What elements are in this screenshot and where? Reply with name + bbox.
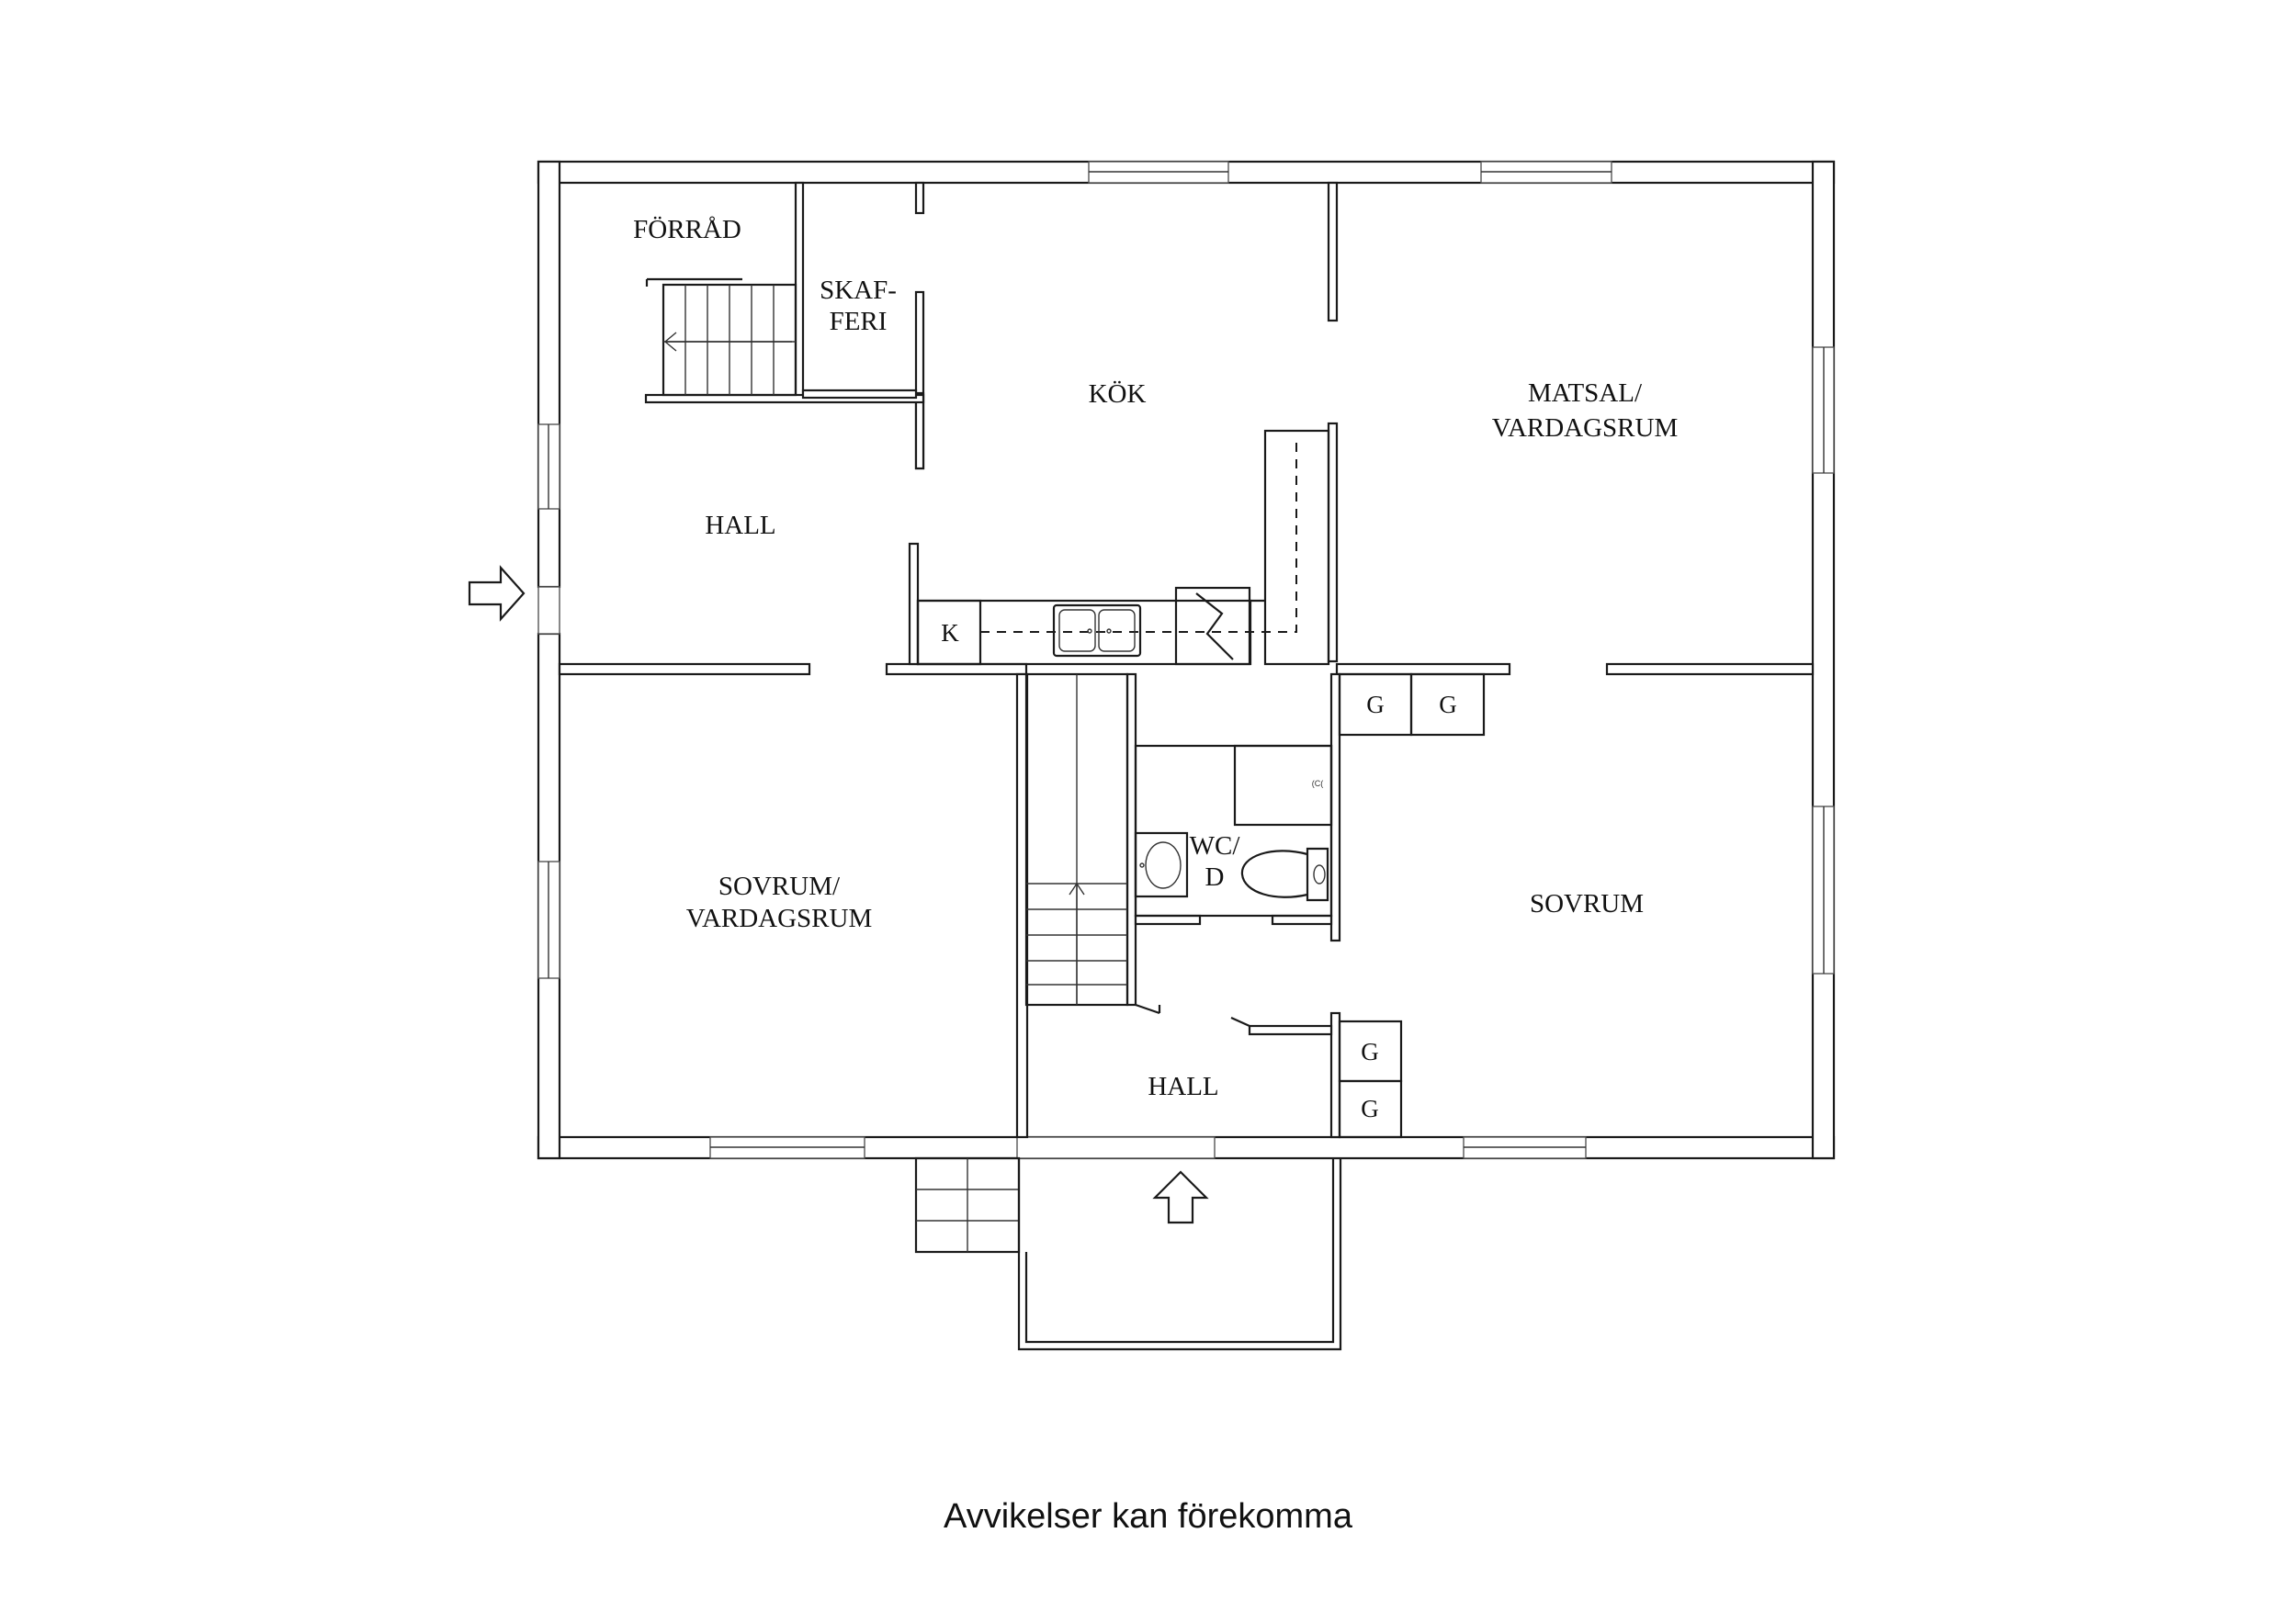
- disclaimer-text: Avvikelser kan förekomma: [944, 1497, 1352, 1536]
- entry-arrow-up-icon: [1152, 1170, 1209, 1224]
- wall-right: [1811, 160, 1836, 1160]
- wall-bath-bottom-right: [1271, 914, 1333, 926]
- outdoor-steps: [914, 1156, 1021, 1254]
- wall-lower-hall-right: [1329, 1011, 1341, 1139]
- wall-bath-right: [1329, 672, 1341, 942]
- label-k: K: [941, 619, 959, 647]
- label-matsal-2: VARDAGSRUM: [1492, 413, 1679, 443]
- label-skafferi-2: FERI: [830, 307, 888, 336]
- label-sovrum-vardagsrum-2: VARDAGSRUM: [686, 904, 873, 933]
- label-sovrum-vardagsrum-1: SOVRUM/: [718, 872, 841, 901]
- door-swing-lower-hall: [1230, 1016, 1250, 1028]
- wall-left-upper: [537, 160, 561, 589]
- label-hall-lower: HALL: [1148, 1072, 1218, 1101]
- label-g-4: G: [1361, 1095, 1379, 1122]
- label-skafferi-1: SKAF-: [820, 276, 897, 305]
- stove-icon: [1195, 592, 1234, 660]
- outer-walls: [537, 160, 1836, 1160]
- terrace: [1017, 1158, 1342, 1351]
- kitchen-counter: [916, 429, 1330, 666]
- wall-lower-hall-stub: [1248, 1024, 1333, 1036]
- label-matsal-1: MATSAL/: [1528, 378, 1643, 408]
- washbasin-icon: [1134, 831, 1189, 898]
- room-labels: FÖRRÅD SKAF- FERI KÖK MATSAL/ VARDAGSRUM…: [633, 215, 1678, 1101]
- wall-kok-left: [908, 542, 920, 666]
- label-hall-upper: HALL: [705, 511, 775, 540]
- label-g-2: G: [1439, 691, 1457, 718]
- label-kok: KÖK: [1089, 379, 1147, 409]
- arrow-up-icon: [1069, 882, 1085, 1005]
- windows: [537, 161, 1835, 1159]
- wall-bath-bottom-left: [1134, 914, 1202, 926]
- label-sovrum: SOVRUM: [1530, 889, 1644, 919]
- label-forrad: FÖRRÅD: [633, 215, 741, 244]
- wall-kok-matsal-mid: [1327, 422, 1339, 663]
- arrow-left-icon: [663, 332, 792, 352]
- wall-skafferi-right-arm: [914, 391, 925, 470]
- wall-kok-matsal-top: [1327, 181, 1339, 322]
- label-wc-2: D: [1205, 862, 1225, 892]
- wall-skafferi-right-top: [914, 181, 925, 215]
- shower-valve-label: (C(: [1312, 779, 1324, 788]
- door-entry-left: [537, 586, 560, 635]
- fixture-labels: K G G G G: [941, 619, 1457, 1122]
- closets: [1338, 672, 1486, 1139]
- bathroom-fixtures: (C(: [1134, 744, 1333, 918]
- wall-skafferi-bottom: [801, 389, 918, 400]
- door-entry-bottom: [1016, 1136, 1216, 1159]
- label-wc-1: WC/: [1190, 831, 1241, 861]
- toilet-icon: [1306, 847, 1329, 902]
- stair-upper: [645, 277, 797, 397]
- interior-walls: [558, 181, 1815, 1139]
- wall-stair-right: [1125, 672, 1137, 1007]
- label-g-3: G: [1361, 1038, 1379, 1065]
- wall-forrad-right: [794, 181, 805, 399]
- wall-mid-right-a: [1335, 662, 1511, 676]
- wall-mid-left: [558, 662, 811, 676]
- sink-icon: [1052, 603, 1142, 658]
- label-g-1: G: [1366, 691, 1385, 718]
- door-swing-stair: [1135, 1003, 1160, 1015]
- stair-lower: [1024, 672, 1129, 1007]
- wall-mid-right-b: [1605, 662, 1815, 676]
- wall-mid-center: [885, 662, 1028, 676]
- entry-arrow-left-icon: [468, 565, 526, 622]
